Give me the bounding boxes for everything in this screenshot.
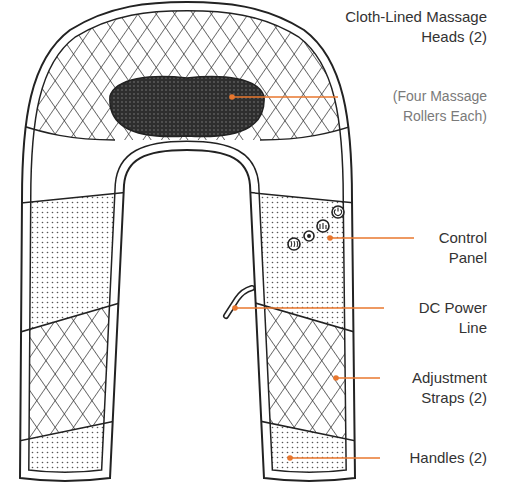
control-button: [332, 206, 344, 218]
leader-dot: [229, 94, 235, 100]
direction-icon: [307, 234, 311, 238]
massage-head-pad: [110, 77, 264, 137]
leader-line: [235, 307, 384, 309]
surface-textures: [0, 0, 375, 495]
seam-line: [0, 300, 375, 338]
part-label: Cloth-Lined Massage Heads (2): [345, 7, 487, 47]
leader-line: [290, 457, 380, 459]
part-label: Handles (2): [367, 448, 487, 468]
outer-rim: [20, 2, 355, 481]
seam-line: [0, 418, 375, 445]
speed-icon: [320, 223, 326, 229]
top-mesh: [0, 0, 375, 140]
leader-dot: [333, 375, 339, 381]
leader-lines: [229, 94, 414, 461]
power-icon: [335, 208, 342, 216]
part-label: Adjustment Straps (2): [383, 368, 487, 408]
leader-dot: [287, 455, 293, 461]
power-cord: [226, 288, 252, 316]
leader-line: [232, 96, 338, 98]
leader-dot: [327, 235, 333, 241]
power-cord-core: [226, 288, 252, 316]
leader-dot: [232, 305, 238, 311]
massager-outline: [20, 2, 355, 481]
control-button: [317, 220, 329, 232]
part-label: Control Panel: [415, 228, 487, 268]
seam-line: [0, 192, 375, 205]
part-label: DC Power Line: [395, 298, 487, 338]
control-button: [304, 231, 314, 241]
part-label: (Four Massage Rollers Each): [357, 86, 487, 126]
leader-line: [330, 237, 414, 239]
control-buttons: [288, 206, 344, 250]
leader-line: [336, 377, 380, 379]
inner-rim-line: [20, 2, 355, 481]
control-button: [288, 238, 300, 250]
heat-icon: [291, 241, 298, 247]
